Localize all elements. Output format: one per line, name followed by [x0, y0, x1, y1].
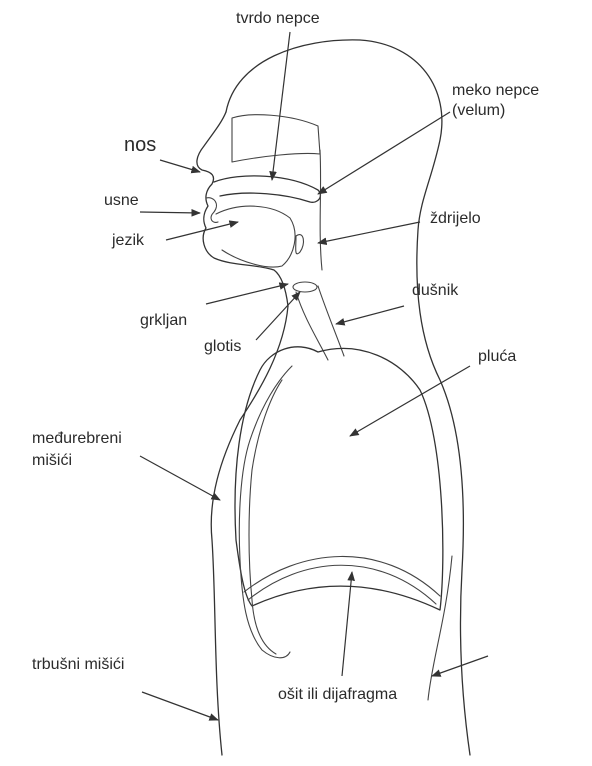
arrow-jezik — [166, 222, 238, 240]
arrow-grkljan — [206, 284, 288, 304]
label-trbusni-misici: trbušni mišići — [32, 654, 124, 676]
label-osit: ošit ili dijafragma — [278, 684, 397, 706]
epiglottis — [296, 235, 304, 254]
hard-palate — [214, 176, 320, 202]
label-grkljan: grkljan — [140, 310, 187, 332]
rib-chain-inner — [249, 380, 282, 654]
tongue — [216, 206, 295, 267]
abdominal-wall — [428, 556, 452, 700]
arrow-meko-nepce — [318, 112, 450, 194]
glottis-ring — [293, 282, 317, 292]
label-zdrijelo: ždrijelo — [430, 208, 481, 230]
arrow-trbusni — [142, 692, 218, 720]
label-pluca: pluća — [478, 346, 516, 368]
lung — [235, 347, 443, 610]
lips — [206, 198, 218, 223]
arrow-usne — [140, 212, 200, 213]
label-velum: (velum) — [452, 100, 505, 122]
label-usne: usne — [104, 190, 139, 212]
pharynx-wall — [320, 150, 322, 270]
arrow-medurebreni — [140, 456, 220, 500]
label-dusnik: dušnik — [412, 280, 458, 302]
nasal-cavity — [232, 115, 320, 162]
label-meko-nepce: meko nepce — [452, 80, 539, 102]
arrow-osit-2 — [432, 656, 488, 676]
arrow-glotis — [256, 292, 300, 340]
label-medurebreni: međurebreni — [32, 428, 122, 450]
front-neck-chest-outline — [211, 306, 288, 755]
label-tvrdo-nepce: tvrdo nepce — [236, 8, 320, 30]
label-glotis: glotis — [204, 336, 241, 358]
label-nos: nos — [124, 134, 156, 156]
arrow-dusnik — [336, 306, 404, 324]
head-back-outline — [226, 40, 470, 755]
label-jezik: jezik — [112, 230, 144, 252]
face-profile-outline — [197, 112, 288, 306]
arrow-zdrijelo — [318, 222, 420, 243]
arrow-nos — [160, 160, 200, 172]
arrow-osit-1 — [342, 572, 352, 676]
arrow-tvrdo-nepce — [272, 32, 290, 180]
label-misici: mišići — [32, 450, 72, 472]
